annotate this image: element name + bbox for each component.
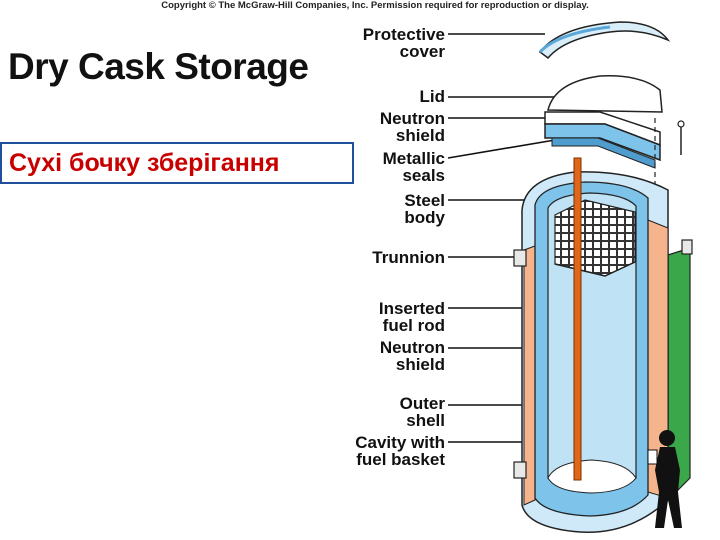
label-trunnion: Trunnion [372, 248, 445, 267]
cask-body [513, 157, 693, 533]
label-lid: Lid [419, 87, 446, 106]
page-title: Dry Cask Storage [8, 46, 309, 87]
person-silhouette-icon [647, 430, 682, 528]
protective-cover [538, 21, 671, 60]
translation-text: Сухі бочку зберігання [9, 149, 280, 177]
translation-box: Сухі бочку зберігання [0, 142, 354, 184]
lid-assembly [544, 75, 663, 169]
copyright-notice: Copyright © The McGraw-Hill Companies, I… [161, 0, 589, 11]
bolt-icon [677, 120, 685, 155]
